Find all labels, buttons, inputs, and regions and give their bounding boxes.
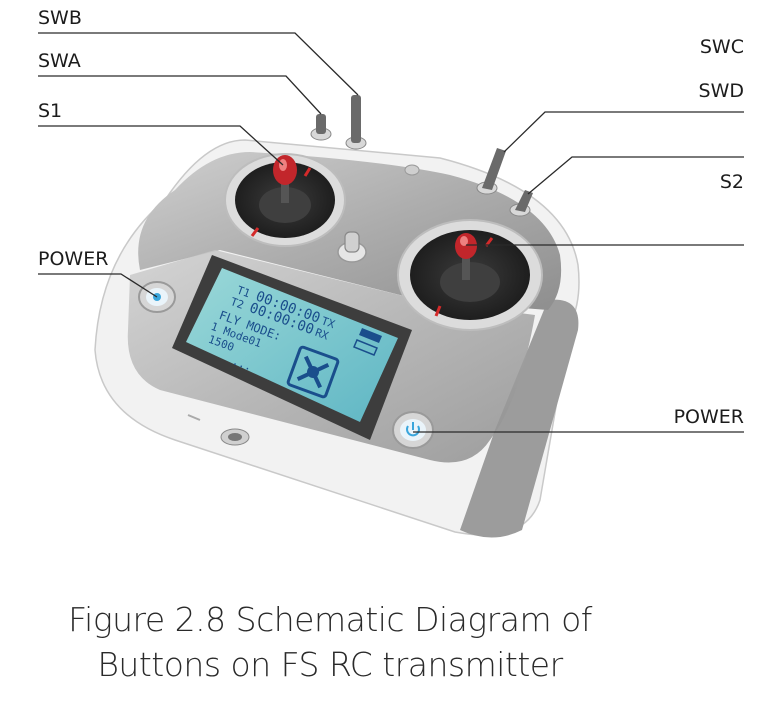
label-power-right: POWER	[673, 406, 744, 428]
bottom-port	[187, 414, 250, 446]
figure-caption: Figure 2.8 Schematic Diagram of Buttons …	[0, 598, 660, 688]
right-grip	[460, 299, 579, 538]
logo-icon	[286, 345, 340, 399]
swb-leader	[38, 32, 359, 96]
swa-switch[interactable]	[310, 114, 332, 141]
swd-switch[interactable]	[509, 190, 533, 217]
tx-label: TX	[320, 314, 337, 331]
lcd-display	[186, 268, 398, 422]
right-gimbal[interactable]	[397, 219, 543, 331]
caption-line-2: Buttons on FS RC transmitter	[97, 644, 563, 684]
label-swd: SWD	[698, 80, 744, 102]
ellipsis-text: ...	[231, 354, 254, 373]
swb-switch[interactable]	[345, 95, 367, 150]
label-swc: SWC	[699, 36, 744, 58]
label-power-left: POWER	[38, 248, 109, 270]
label-s2: S2	[719, 171, 744, 193]
s1-leader	[38, 125, 284, 166]
label-swb: SWB	[38, 7, 82, 29]
swa-leader	[38, 75, 322, 115]
rx-battery-icon	[353, 339, 378, 356]
power-icon-right	[406, 425, 420, 437]
swd-leader	[503, 111, 744, 153]
s2-leader	[527, 156, 744, 195]
t1-label: T1	[235, 284, 252, 301]
swc-switch[interactable]	[476, 148, 506, 195]
left-stick-shaft	[281, 175, 289, 203]
label-s1: S1	[38, 100, 63, 122]
top-center-hole	[404, 164, 420, 176]
center-knob[interactable]	[337, 231, 367, 263]
power-left-leader	[38, 273, 158, 298]
left-gimbal[interactable]	[224, 153, 346, 247]
lcd-screen: T1 00:00:00 T2 00:00:00 FLY MODE: 1 Mode…	[172, 255, 412, 440]
tx-battery-icon	[359, 328, 382, 343]
right-stick-shaft	[462, 250, 470, 280]
power-button-right[interactable]	[392, 411, 434, 449]
caption-line-1: Figure 2.8 Schematic Diagram of	[68, 600, 592, 639]
leader-lines	[38, 32, 744, 433]
t2-label: T2	[229, 295, 246, 312]
label-swa: SWA	[38, 50, 81, 72]
rx-label: RX	[313, 326, 330, 343]
